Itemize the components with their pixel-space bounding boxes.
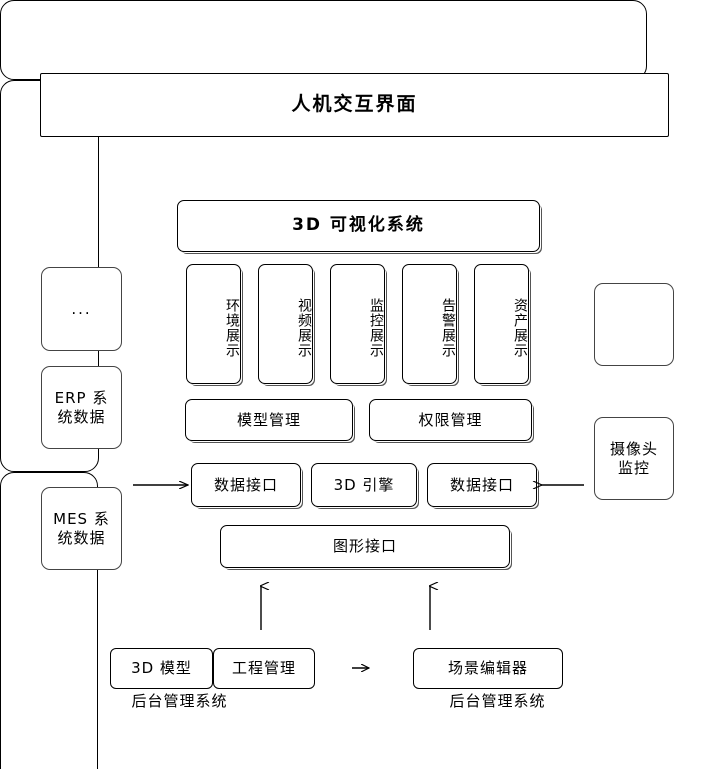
permission-management-label: 权限管理: [418, 410, 483, 429]
permission-management-box[interactable]: 权限管理: [369, 399, 532, 441]
backend-right-caption: 后台管理系统: [449, 692, 546, 710]
display-module-environment[interactable]: 环境展示: [186, 264, 241, 384]
data-interface-right-label: 数据接口: [449, 475, 514, 494]
right-source-empty[interactable]: [594, 283, 674, 366]
display-module-video[interactable]: 视频展示: [258, 264, 313, 384]
backend-left-caption: 后台管理系统: [131, 692, 228, 710]
engine-3d-box[interactable]: 3D 引擎: [311, 463, 417, 507]
left-source-erp[interactable]: ERP 系 统数据: [41, 366, 122, 449]
visualization-system-header[interactable]: 3D 可视化系统: [177, 200, 540, 252]
human-machine-interface-label: 人机交互界面: [291, 93, 418, 116]
display-module-environment-label: 环境展示: [224, 298, 240, 358]
left-source-erp-label: ERP 系 统数据: [54, 388, 109, 426]
backend-3d-model-label: 3D 模型: [131, 659, 192, 678]
backend-scene-editor-label: 场景编辑器: [447, 659, 528, 678]
engine-3d-label: 3D 引擎: [333, 475, 395, 494]
model-management-box[interactable]: 模型管理: [185, 399, 353, 441]
backend-project-management-label: 工程管理: [231, 659, 296, 678]
data-interface-right-box[interactable]: 数据接口: [427, 463, 537, 507]
display-module-asset-label: 资产展示: [512, 298, 528, 358]
display-module-video-label: 视频展示: [296, 298, 312, 358]
display-module-alarm[interactable]: 告警展示: [402, 264, 457, 384]
backend-scene-editor-box[interactable]: 场景编辑器: [413, 648, 563, 689]
top-bar-container: [0, 0, 647, 80]
display-module-monitor[interactable]: 监控展示: [330, 264, 385, 384]
left-source-ellipsis[interactable]: ...: [41, 267, 122, 351]
left-source-mes[interactable]: MES 系 统数据: [41, 487, 122, 570]
right-source-camera-label: 摄像头 监控: [609, 439, 658, 477]
backend-3d-model-box[interactable]: 3D 模型: [110, 648, 213, 689]
display-module-alarm-label: 告警展示: [440, 298, 456, 358]
left-source-mes-label: MES 系 统数据: [53, 509, 110, 547]
display-module-asset[interactable]: 资产展示: [474, 264, 529, 384]
data-interface-left-box[interactable]: 数据接口: [191, 463, 301, 507]
left-source-ellipsis-label: ...: [71, 299, 92, 318]
display-module-monitor-label: 监控展示: [368, 298, 384, 358]
graphics-interface-box[interactable]: 图形接口: [220, 525, 510, 568]
model-management-label: 模型管理: [236, 410, 301, 429]
data-interface-left-label: 数据接口: [213, 475, 278, 494]
right-sources-container: [0, 472, 98, 769]
human-machine-interface-box[interactable]: 人机交互界面: [40, 73, 669, 137]
visualization-system-header-label: 3D 可视化系统: [292, 215, 425, 236]
backend-project-management-box[interactable]: 工程管理: [213, 648, 315, 689]
right-source-camera[interactable]: 摄像头 监控: [594, 417, 674, 500]
graphics-interface-label: 图形接口: [332, 537, 397, 556]
